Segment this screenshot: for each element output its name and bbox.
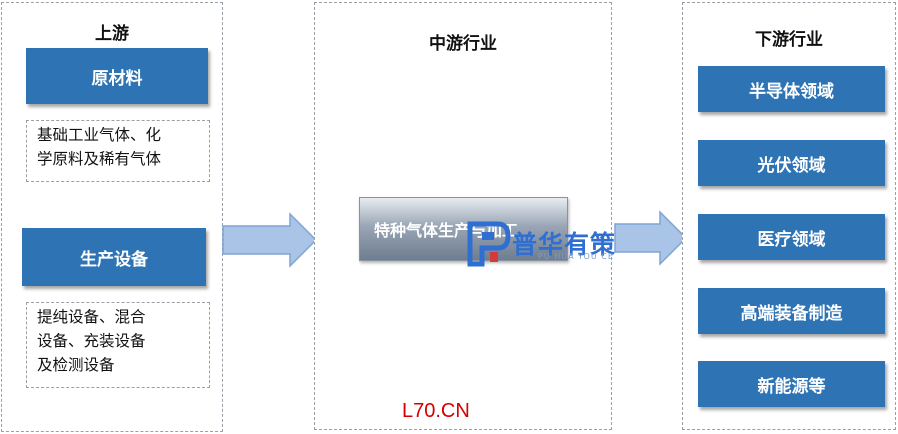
production-equipment-note: 提纯设备、混合 设备、充装设备 及检测设备 <box>26 302 210 388</box>
brand-subtitle: PU HUA YOU CE <box>538 252 614 261</box>
right-arrow-icon <box>614 210 688 266</box>
right-arrow-icon <box>222 212 318 268</box>
downstream-item: 新能源等 <box>698 361 885 407</box>
brand-name: 普华有策 <box>512 230 617 259</box>
raw-material-box: 原材料 <box>26 48 208 104</box>
downstream-item: 高端装备制造 <box>698 288 885 334</box>
midstream-title: 中游行业 <box>429 34 497 54</box>
site-watermark: L70.CN <box>402 400 470 422</box>
downstream-item: 半导体领域 <box>698 66 885 112</box>
brand-watermark: 普华有策 PU HUA YOU CE <box>462 218 652 268</box>
production-equipment-box: 生产设备 <box>22 228 206 286</box>
upstream-title: 上游 <box>95 24 129 44</box>
raw-material-note: 基础工业气体、化 学原料及稀有气体 <box>26 120 210 182</box>
downstream-item: 光伏领域 <box>698 140 885 186</box>
special-gas-production-box: 特种气体生产与加工 <box>359 197 568 261</box>
brand-logo-icon <box>467 221 511 267</box>
downstream-item: 医疗领域 <box>698 214 885 260</box>
downstream-title: 下游行业 <box>755 30 823 50</box>
